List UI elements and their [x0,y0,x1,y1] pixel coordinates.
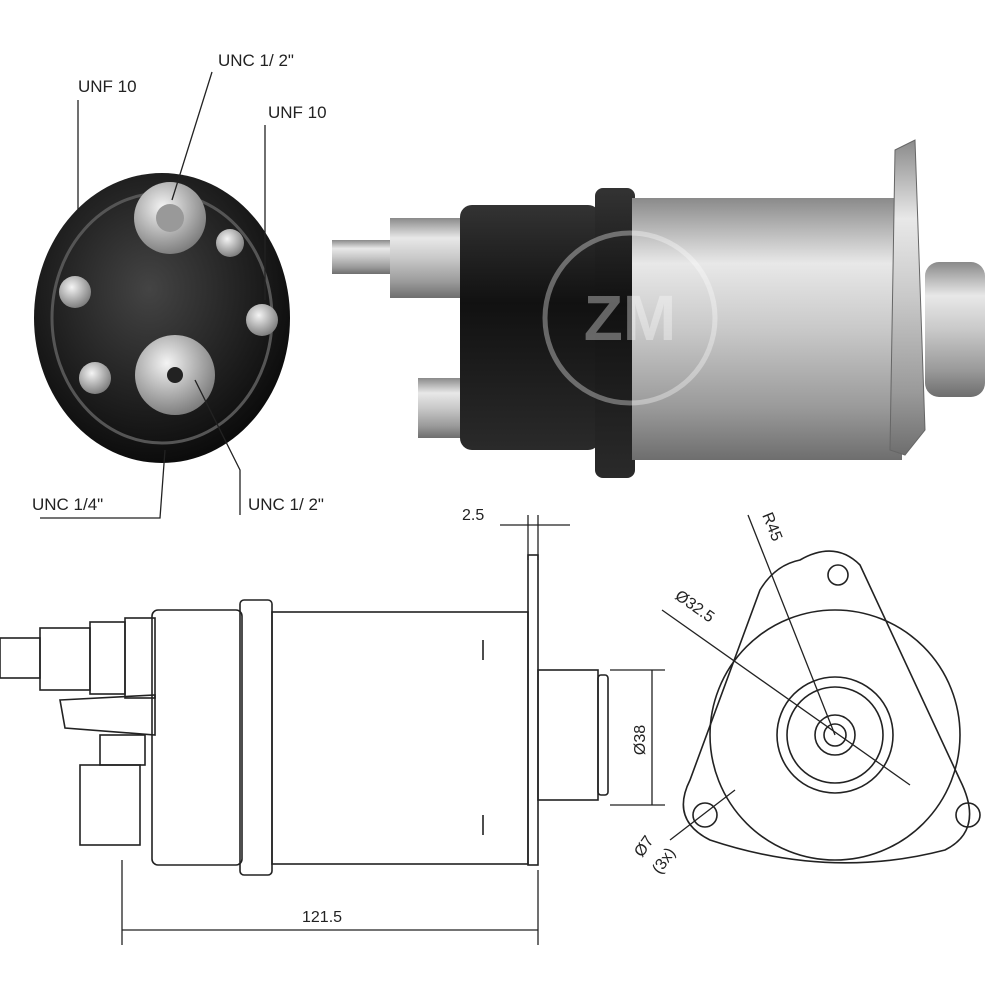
watermark-logo: ZM [542,230,718,406]
callout-unf10-right: UNF 10 [268,103,327,122]
dim-flange-radius: R45 [758,510,785,544]
dim-length: 121.5 [302,909,342,926]
dim-hole-diameter: Ø7 [631,833,657,860]
side-view-photo: ZM [332,139,985,478]
end-view-photo [34,173,290,463]
flange-drawing [661,514,981,864]
callout-leaders [40,71,266,519]
callout-unc14: UNC 1/4" [32,495,103,514]
side-drawing [0,554,609,876]
svg-text:ZM: ZM [584,282,676,354]
callout-unf10-left: UNF 10 [78,77,137,96]
callout-unc12-bottom: UNC 1/ 2" [248,495,324,514]
dim-flange-thickness: 2.5 [462,507,484,524]
dim-nose-diameter: Ø38 [632,725,649,755]
dim-bolt-circle: Ø32.5 [672,587,718,626]
dim-hole-count: (3x) [649,845,679,877]
callout-unc12-top: UNC 1/ 2" [218,51,294,70]
dimension-lines [121,515,665,945]
